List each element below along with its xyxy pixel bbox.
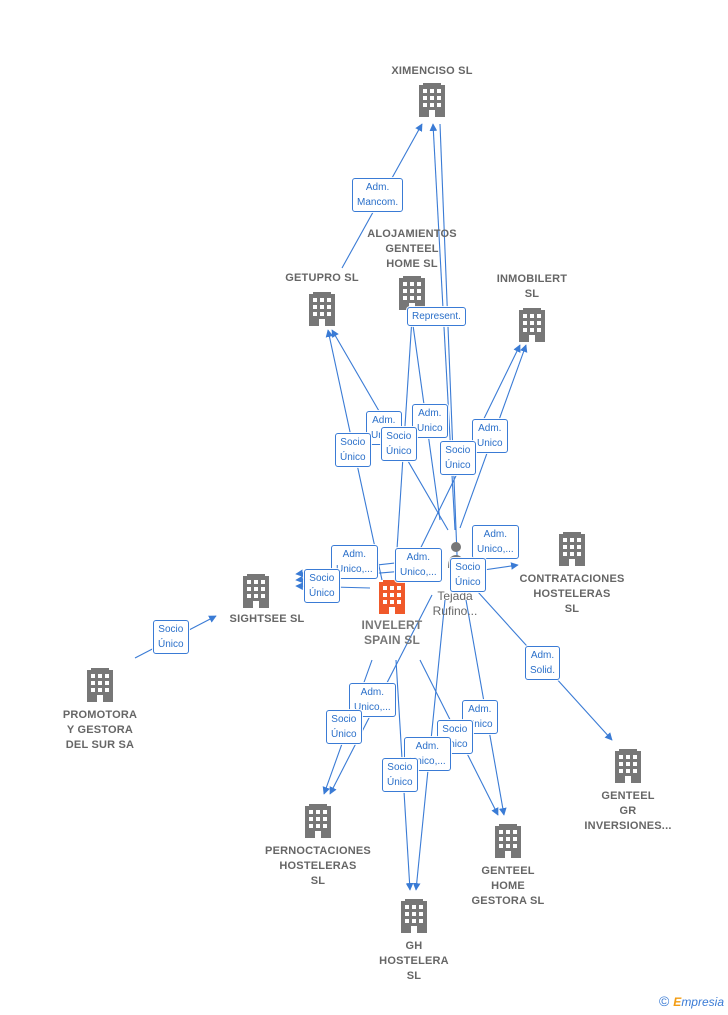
building-icon [305, 804, 331, 838]
node-label: GENTEEL GR INVERSIONES... [584, 790, 672, 832]
edge-invelert-ximenciso [439, 123, 459, 581]
edge-label[interactable]: Socio Único [326, 710, 362, 744]
edge-label[interactable]: Represent. [407, 307, 466, 326]
node-label: ALOJAMIENTOS GENTEEL HOME SL [367, 228, 457, 270]
node-label: INVELERT SPAIN SL [361, 618, 423, 647]
building-icon [309, 292, 335, 326]
building-icon [519, 308, 545, 342]
building-icon [559, 532, 585, 566]
edge-label[interactable]: Socio Único [381, 427, 417, 461]
edge-label[interactable]: Socio Único [440, 441, 476, 475]
node-label: PERNOCTACIONES HOSTELERAS SL [265, 845, 371, 887]
node-label: INMOBILERT SL [496, 273, 568, 300]
edge-label[interactable]: Socio Único [153, 620, 189, 654]
building-icon [399, 276, 425, 310]
edge-label[interactable]: Socio Único [382, 758, 418, 792]
building-icon [615, 749, 641, 783]
node-gh-hostelera[interactable]: GH HOSTELERA SL [344, 899, 484, 984]
node-label: XIMENCISO SL [391, 65, 473, 77]
person-label[interactable]: Tejada Rufino... [432, 589, 478, 618]
node-alojamientos[interactable]: ALOJAMIENTOS GENTEEL HOME SL [342, 227, 482, 310]
node-ximenciso[interactable]: XIMENCISO SL [362, 64, 502, 117]
node-label: GH HOSTELERA SL [379, 940, 449, 982]
node-contrataciones[interactable]: CONTRATACIONES HOSTELERAS SL [502, 532, 642, 617]
node-sightsee[interactable]: SIGHTSEE SL [186, 574, 326, 627]
edge-label[interactable]: Adm. Unico,... [395, 548, 442, 582]
edge-label[interactable]: Adm. Unico,... [472, 525, 519, 559]
copyright-icon: © [658, 993, 670, 1009]
node-invelert[interactable]: INVELERT SPAIN SL [322, 580, 462, 648]
node-getupro[interactable]: GETUPRO SL [252, 271, 392, 326]
brand-name: mpresia [681, 995, 724, 1009]
edge-label[interactable]: Adm. Unico [412, 404, 448, 438]
node-label: GETUPRO SL [285, 272, 359, 284]
node-genteel-gr[interactable]: GENTEEL GR INVERSIONES... [558, 749, 698, 834]
node-pernoctaciones[interactable]: PERNOCTACIONES HOSTELERAS SL [248, 804, 388, 889]
node-label: GENTEEL HOME GESTORA SL [471, 865, 545, 907]
node-label: SIGHTSEE SL [229, 613, 305, 625]
brand-e: E [673, 995, 682, 1009]
edge-label[interactable]: Socio Único [335, 433, 371, 467]
edge-label[interactable]: Adm. Mancom. [352, 178, 404, 212]
edge-label[interactable]: Socio Único [304, 569, 340, 603]
building-icon [419, 83, 445, 117]
building-icon [379, 580, 405, 614]
node-inmobilert[interactable]: INMOBILERT SL [462, 272, 602, 342]
footer-brand[interactable]: ©Empresia [659, 993, 724, 1009]
edge-label[interactable]: Socio Único [450, 558, 486, 592]
node-genteel-home[interactable]: GENTEEL HOME GESTORA SL [438, 824, 578, 909]
building-icon [401, 899, 427, 933]
node-label: CONTRATACIONES HOSTELERAS SL [519, 573, 625, 615]
building-icon [495, 824, 521, 858]
edge-label[interactable]: Adm. Unico [472, 419, 508, 453]
node-promotora[interactable]: PROMOTORA Y GESTORA DEL SUR SA [30, 668, 170, 753]
building-icon [87, 668, 113, 702]
node-label: PROMOTORA Y GESTORA DEL SUR SA [62, 709, 138, 751]
building-icon [243, 574, 269, 608]
edge-label[interactable]: Adm. Solid. [525, 646, 561, 680]
